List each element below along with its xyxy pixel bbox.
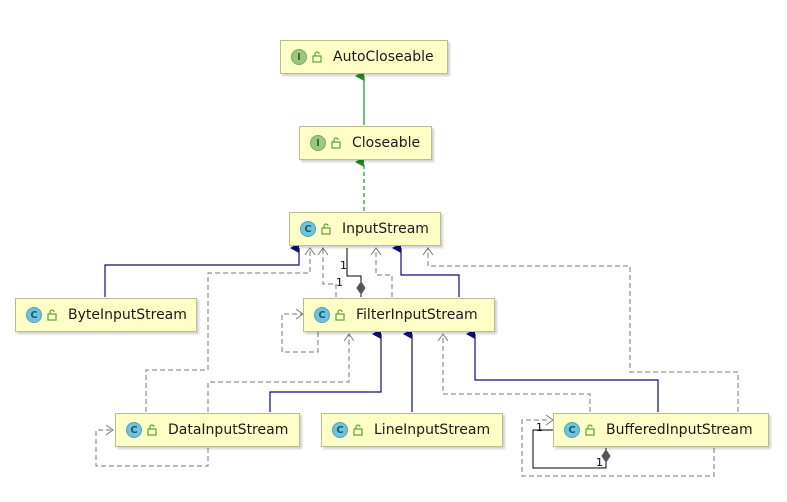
edge-byteinputstream-inputstream bbox=[104, 243, 300, 297]
node-byteinputstream[interactable]: C ByteInputStream bbox=[15, 298, 197, 332]
node-label: Closeable bbox=[352, 135, 421, 151]
lock-icon bbox=[147, 424, 157, 436]
lock-icon bbox=[47, 309, 57, 321]
lock-icon bbox=[321, 223, 331, 235]
edge-filterinputstream-inputstream bbox=[392, 243, 460, 297]
lock-icon bbox=[331, 137, 341, 149]
edge-dep-filter-self bbox=[281, 313, 319, 353]
node-closeable[interactable]: I Closeable bbox=[299, 126, 432, 160]
class-icon: C bbox=[564, 422, 580, 438]
class-icon: C bbox=[26, 307, 42, 323]
interface-icon: I bbox=[310, 135, 326, 151]
edge-dep-buffered-filter bbox=[442, 334, 591, 412]
edge-bufferedinputstream-filterinputstream bbox=[466, 329, 659, 412]
class-icon: C bbox=[314, 307, 330, 323]
class-icon: C bbox=[332, 422, 348, 438]
node-label: InputStream bbox=[342, 221, 429, 237]
lock-icon bbox=[353, 424, 363, 436]
node-label: DataInputStream bbox=[168, 422, 289, 438]
lock-icon bbox=[312, 51, 322, 63]
node-lineinputstream[interactable]: C LineInputStream bbox=[321, 413, 503, 447]
multiplicity-label: 1 bbox=[596, 456, 603, 469]
node-autocloseable[interactable]: I AutoCloseable bbox=[280, 40, 448, 74]
node-inputstream[interactable]: C InputStream bbox=[289, 212, 441, 246]
node-label: AutoCloseable bbox=[333, 49, 434, 65]
node-label: ByteInputStream bbox=[68, 307, 187, 323]
node-label: BufferedInputStream bbox=[606, 422, 753, 438]
aggregation-diamond-buffered bbox=[601, 449, 611, 463]
multiplicity-label: 1 bbox=[336, 276, 343, 289]
edge-dep-filter-inputstream-b bbox=[375, 248, 393, 297]
edge-datainputstream-filterinputstream bbox=[269, 329, 382, 412]
node-label: LineInputStream bbox=[374, 422, 491, 438]
lock-icon bbox=[335, 309, 345, 321]
node-bufferedinputstream[interactable]: C BufferedInputStream bbox=[553, 413, 769, 447]
edge-dep-buffered-inputstream bbox=[427, 248, 739, 412]
interface-icon: I bbox=[291, 49, 307, 65]
node-label: FilterInputStream bbox=[356, 307, 478, 323]
class-icon: C bbox=[126, 422, 142, 438]
aggregation-diamond-filter bbox=[356, 281, 366, 295]
edge-dep-data-filter-up bbox=[207, 334, 350, 412]
edge-dep-data-inputstream bbox=[145, 248, 311, 412]
multiplicity-label: 1 bbox=[536, 421, 543, 434]
multiplicity-label: 1 bbox=[340, 259, 347, 272]
node-filterinputstream[interactable]: C FilterInputStream bbox=[303, 298, 495, 332]
lock-icon bbox=[585, 424, 595, 436]
edge-dep-buffered-self bbox=[521, 419, 715, 477]
abstract-class-icon: C bbox=[300, 221, 316, 237]
node-datainputstream[interactable]: C DataInputStream bbox=[115, 413, 300, 447]
edge-dep-data-filter bbox=[95, 429, 209, 467]
edge-dep-filter-inputstream-a bbox=[322, 248, 337, 297]
